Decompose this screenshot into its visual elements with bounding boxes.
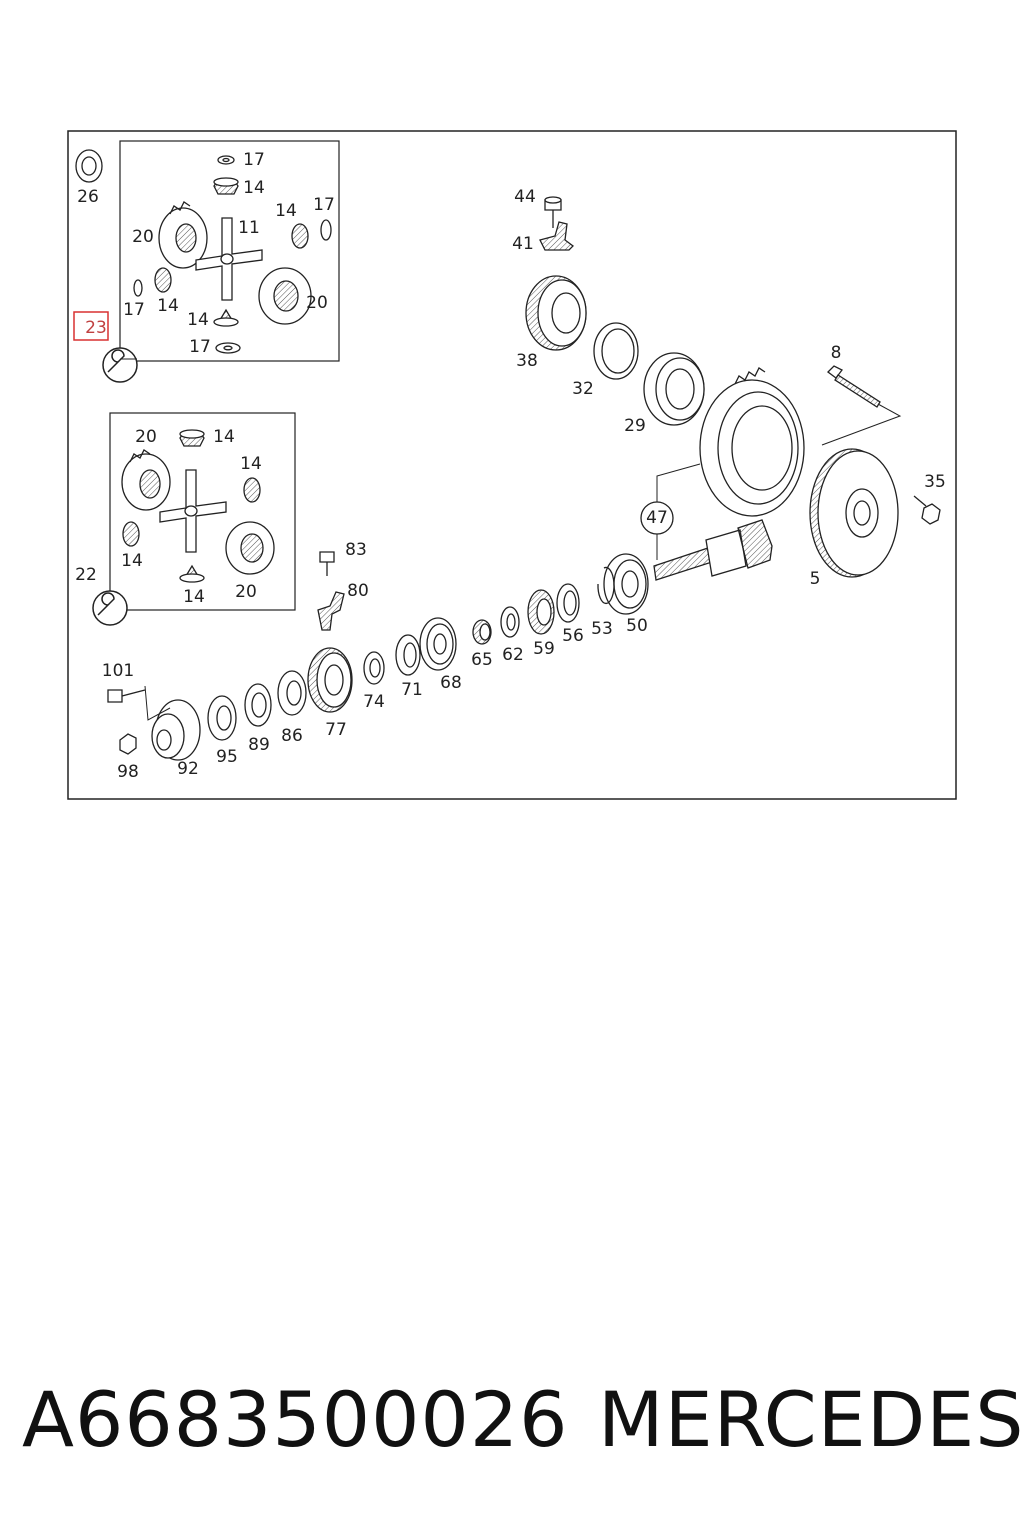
bearing-68 xyxy=(419,617,457,671)
callout-101: 101 xyxy=(102,661,134,681)
circlip-53 xyxy=(597,566,615,605)
callout-35: 35 xyxy=(924,472,946,492)
ring-74 xyxy=(363,651,385,685)
callout-62: 62 xyxy=(502,645,524,665)
callout-41: 41 xyxy=(512,234,534,254)
callout-29: 29 xyxy=(624,416,646,436)
callout-20: 20 xyxy=(132,227,154,247)
ring-62 xyxy=(500,606,520,638)
callout-47: 47 xyxy=(646,508,668,528)
gear-77 xyxy=(307,647,353,713)
callout-32: 32 xyxy=(572,379,594,399)
callout-14: 14 xyxy=(187,310,209,330)
sleeve-65 xyxy=(472,619,492,645)
callout-17: 17 xyxy=(313,195,335,215)
callout-71: 71 xyxy=(401,680,423,700)
bolt-35 xyxy=(913,495,941,525)
bolt-101 xyxy=(107,689,146,703)
callout-14: 14 xyxy=(243,178,265,198)
callout-17: 17 xyxy=(243,150,265,170)
callout-83: 83 xyxy=(345,540,367,560)
bolt-83 xyxy=(319,551,335,576)
bearing-59 xyxy=(527,589,555,635)
ring-86 xyxy=(277,670,307,716)
nut-98 xyxy=(119,733,137,755)
highlight-box-23 xyxy=(73,311,109,341)
callout-17: 17 xyxy=(123,300,145,320)
wrench-icon xyxy=(92,590,128,626)
brand-name: MERCEDES xyxy=(598,1375,1024,1464)
callout-44: 44 xyxy=(514,187,536,207)
callout-50: 50 xyxy=(626,616,648,636)
callout-14: 14 xyxy=(183,587,205,607)
seal-95 xyxy=(207,695,237,741)
callout-26: 26 xyxy=(77,187,99,207)
ring-71 xyxy=(395,634,421,676)
ring-32 xyxy=(593,322,639,380)
callout-74: 74 xyxy=(363,692,385,712)
callout-14: 14 xyxy=(213,427,235,447)
seal-26 xyxy=(75,149,103,183)
callout-92: 92 xyxy=(177,759,199,779)
footer: A6683500026 MERCEDES xyxy=(0,1360,1024,1480)
ring-gear xyxy=(699,367,805,517)
leader-line xyxy=(144,685,171,721)
callout-11: 11 xyxy=(238,218,260,238)
callout-20: 20 xyxy=(135,427,157,447)
lower-differential-parts xyxy=(121,429,275,583)
bearing-50 xyxy=(603,553,649,615)
callout-14: 14 xyxy=(240,454,262,474)
callout-23: 23 xyxy=(85,318,107,338)
leader-line xyxy=(821,403,902,446)
pinion-shaft xyxy=(653,519,773,581)
callout-20: 20 xyxy=(235,582,257,602)
callout-38: 38 xyxy=(516,351,538,371)
callout-14: 14 xyxy=(121,551,143,571)
callout-65: 65 xyxy=(471,650,493,670)
callout-8: 8 xyxy=(831,343,842,363)
bolt-8 xyxy=(827,365,881,408)
flange-92 xyxy=(151,699,201,761)
callout-95: 95 xyxy=(216,747,238,767)
callout-22: 22 xyxy=(75,565,97,585)
leader-line xyxy=(656,463,701,502)
callout-59: 59 xyxy=(533,639,555,659)
callout-17: 17 xyxy=(189,337,211,357)
callout-56: 56 xyxy=(562,626,584,646)
callout-80: 80 xyxy=(347,581,369,601)
inset-box-upper xyxy=(119,140,340,362)
upper-differential-parts xyxy=(133,155,332,354)
bolt-44-bracket-41 xyxy=(539,196,574,251)
callout-20: 20 xyxy=(306,293,328,313)
callout-5: 5 xyxy=(810,569,821,589)
hub-5 xyxy=(809,448,899,578)
callout-89: 89 xyxy=(248,735,270,755)
diagram-frame xyxy=(67,130,957,800)
bracket-80 xyxy=(317,591,345,631)
callout-53: 53 xyxy=(591,619,613,639)
wrench-icon xyxy=(102,347,138,383)
bearing-29 xyxy=(643,352,705,426)
callout-14: 14 xyxy=(157,296,179,316)
callout-77: 77 xyxy=(325,720,347,740)
parts-diagram: 2623221714141720111714201417201414141420… xyxy=(67,130,957,800)
ring-89 xyxy=(244,683,272,727)
bearing-cup-38 xyxy=(525,275,587,351)
part-number: A6683500026 xyxy=(22,1375,569,1464)
callout-68: 68 xyxy=(440,673,462,693)
callout-14: 14 xyxy=(275,201,297,221)
callout-98: 98 xyxy=(117,762,139,782)
callout-86: 86 xyxy=(281,726,303,746)
ring-56 xyxy=(556,583,580,623)
inset-box-lower xyxy=(109,412,296,611)
